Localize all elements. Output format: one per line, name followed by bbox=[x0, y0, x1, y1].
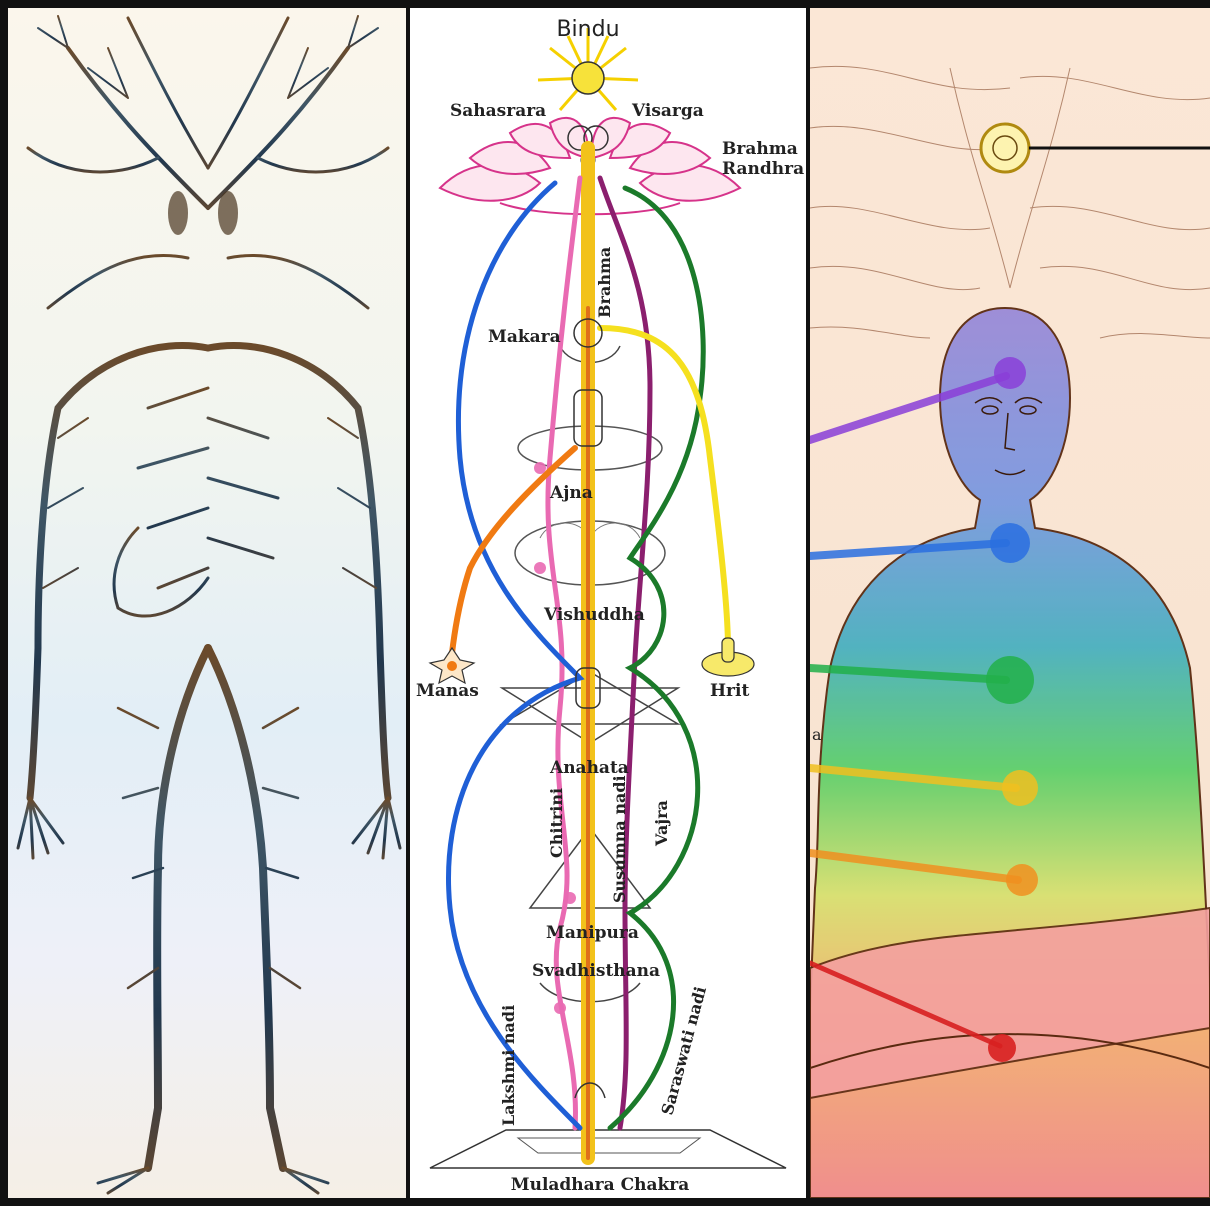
nervous-system-illustration bbox=[8, 8, 406, 1198]
label-edge-letter: a bbox=[812, 725, 822, 744]
manas-lotus bbox=[430, 648, 474, 683]
chakra-third-eye bbox=[994, 357, 1026, 389]
label-manipura: Manipura bbox=[546, 923, 639, 943]
label-lakshmi: Lakshmi nadi bbox=[499, 1005, 518, 1126]
label-hrit: Hrit bbox=[710, 681, 749, 701]
label-brahma-randhra-2: Randhra bbox=[722, 159, 804, 179]
label-bindu: Bindu bbox=[556, 17, 619, 42]
label-visarga: Visarga bbox=[631, 101, 704, 121]
nadi-diagram: Bindu Sahasrara Visarga Brahma Randhra B… bbox=[410, 8, 806, 1198]
vajra-nadi bbox=[600, 178, 650, 1128]
label-vajra: Vajra bbox=[652, 800, 671, 847]
crown-chakra-medallion bbox=[981, 124, 1029, 172]
label-vishuddha: Vishuddha bbox=[543, 605, 645, 625]
label-muladhara: Muladhara Chakra bbox=[511, 1175, 689, 1195]
label-ajna: Ajna bbox=[549, 483, 593, 503]
label-svadhisthana: Svadhisthana bbox=[532, 961, 660, 981]
label-makara: Makara bbox=[488, 327, 561, 347]
chakra-figure-drawing: a bbox=[810, 8, 1210, 1198]
hrit-lotus bbox=[702, 638, 754, 676]
chakra-figure-illustration: a bbox=[810, 8, 1210, 1198]
label-anahata: Anahata bbox=[549, 758, 629, 778]
chakra-root bbox=[988, 1034, 1016, 1062]
label-brahma: Brahma bbox=[595, 247, 614, 318]
label-sahasrara: Sahasrara bbox=[450, 101, 546, 121]
nervous-system-drawing bbox=[8, 8, 406, 1198]
muladhara-base bbox=[430, 1130, 786, 1168]
label-chitrini: Chitrini bbox=[547, 788, 566, 858]
label-brahma-randhra-1: Brahma bbox=[722, 139, 798, 159]
nadi-diagram-drawing: Bindu Sahasrara Visarga Brahma Randhra B… bbox=[410, 8, 806, 1198]
label-manas: Manas bbox=[416, 681, 479, 701]
label-susumna: Susumna nadi bbox=[610, 775, 629, 903]
